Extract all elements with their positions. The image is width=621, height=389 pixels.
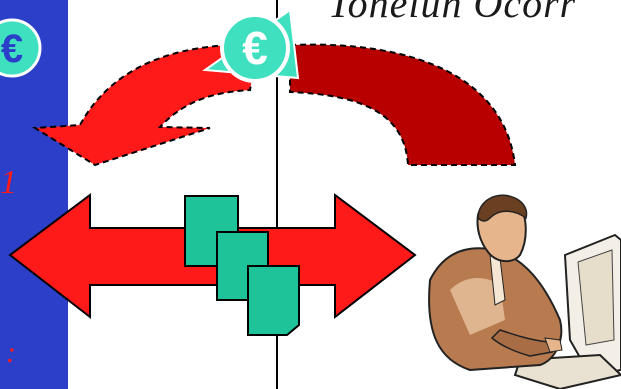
svg-text:€: € (242, 22, 268, 74)
curved-arrow-left (31, 43, 260, 167)
slide-title: Tonelun Ocorr (328, 0, 577, 26)
person-at-computer-illustration (428, 194, 621, 389)
euro-badge-icon: € (202, 8, 300, 83)
curved-arrow-right (289, 43, 517, 166)
sidebar-euro-icon: € (0, 18, 42, 78)
sidebar-label-colon: : (6, 336, 16, 369)
document-icon (247, 265, 300, 336)
svg-text:€: € (1, 27, 23, 71)
sidebar-label-1: 1 (0, 164, 17, 201)
